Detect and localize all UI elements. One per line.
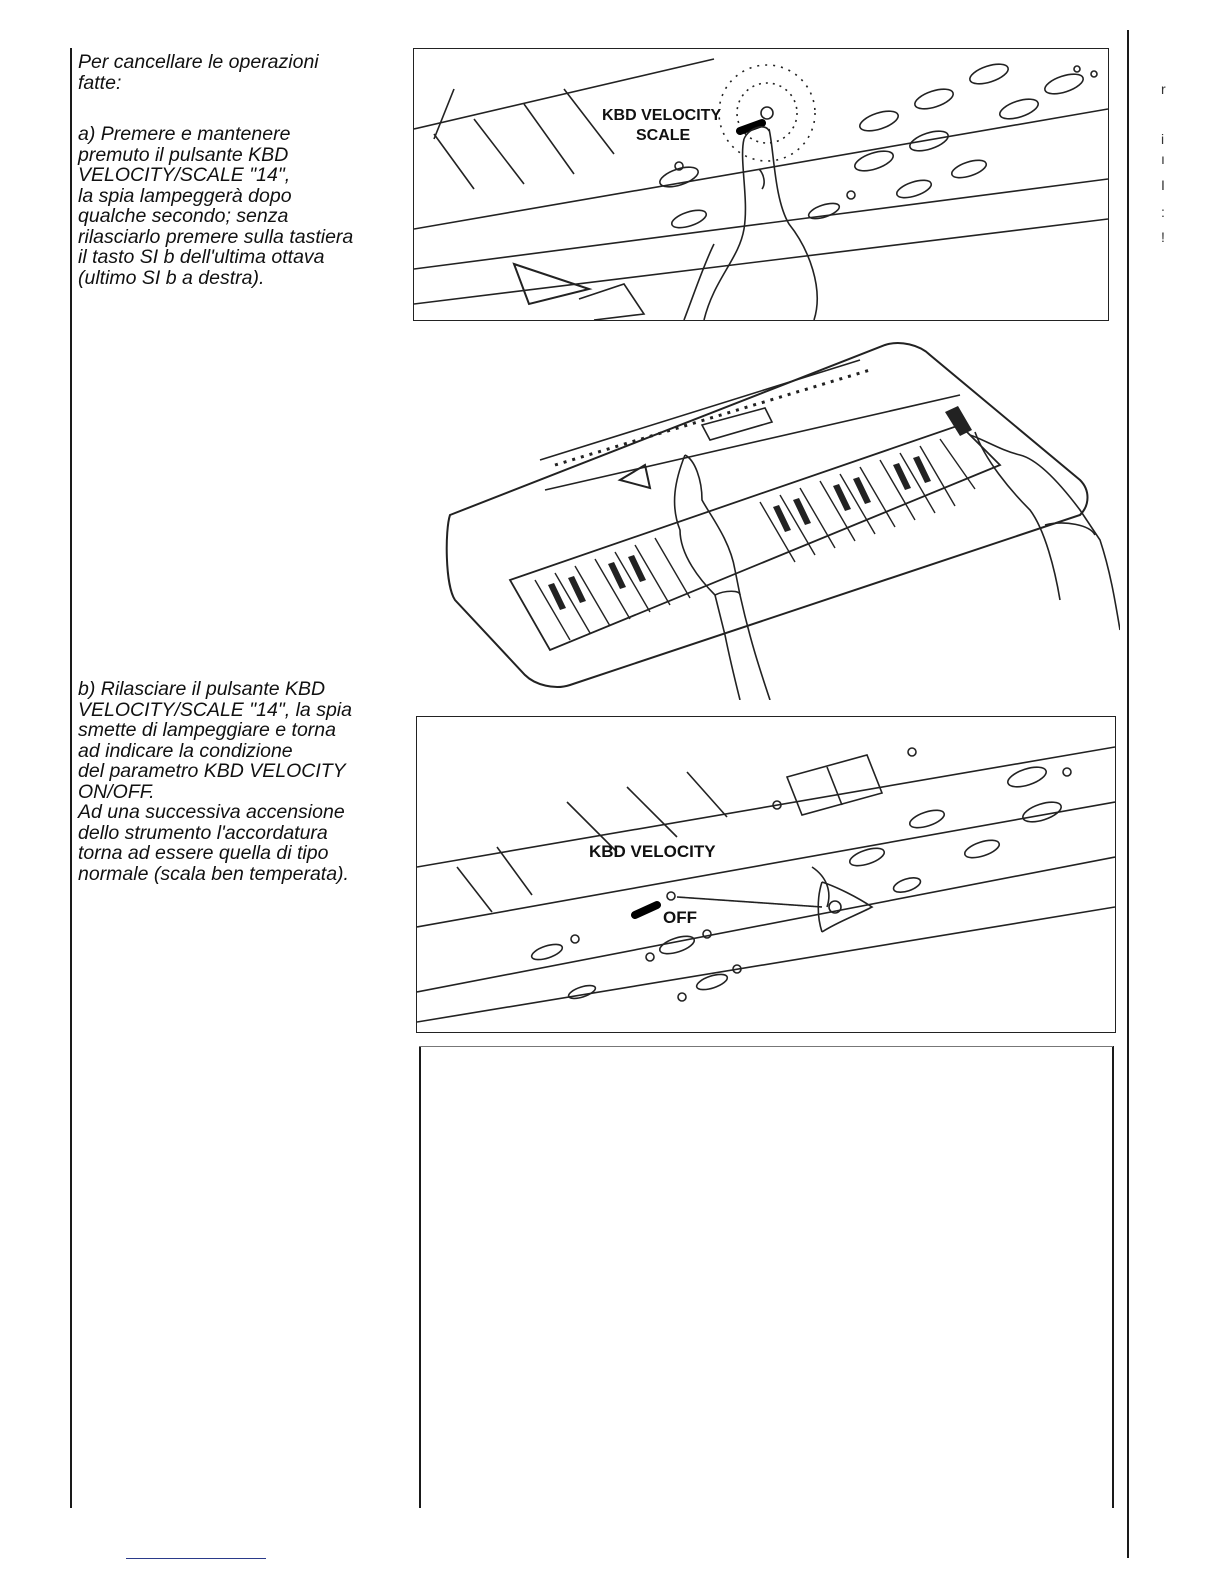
step-b-paragraph: b) Rilasciare il pulsante KBD VELOCITY/S…	[78, 678, 352, 885]
keyboard-panel-closeup-illustration: KBD VELOCITY SCALE	[414, 58, 1108, 320]
fig1-label-kbd-velocity: KBD VELOCITY	[602, 107, 721, 124]
edge-glyph: :	[1161, 204, 1165, 220]
step-a-paragraph: a) Premere e mantenere premuto il pulsan…	[78, 123, 354, 289]
edge-glyph: ı	[1161, 151, 1165, 167]
empty-frame-right-rule	[1112, 1046, 1114, 1508]
step-b-text: b) Rilasciare il pulsante KBD VELOCITY/S…	[78, 679, 408, 884]
step-a-text: a) Premere e mantenere premuto il pulsan…	[78, 124, 408, 288]
edge-glyph: I	[1161, 177, 1165, 193]
figure-keyboard-two-hands	[440, 340, 1120, 700]
fig3-label-off: OFF	[663, 908, 697, 927]
figure-press-velocity-button: KBD VELOCITY SCALE	[413, 48, 1109, 321]
fig1-label-scale: SCALE	[636, 127, 691, 144]
intro-text: Per cancellare le operazioni fatte:	[78, 52, 408, 93]
intro-paragraph: Per cancellare le operazioni fatte:	[78, 51, 319, 94]
bottom-page-rule	[126, 1558, 266, 1559]
edge-glyph: i	[1161, 131, 1165, 147]
keyboard-panel-led-illustration: KBD VELOCITY OFF	[417, 746, 1115, 1023]
figure-velocity-indicator-off: KBD VELOCITY OFF	[416, 716, 1116, 1033]
empty-frame-left-rule	[419, 1046, 421, 1508]
edge-glyph: r	[1161, 81, 1166, 97]
left-margin-rule	[70, 48, 72, 1508]
fig3-label-kbd-velocity: KBD VELOCITY	[589, 842, 716, 861]
keyboard-overview-illustration	[445, 342, 1120, 700]
right-column-rule	[1127, 30, 1129, 1558]
edge-glyph: !	[1161, 229, 1165, 245]
empty-frame-top-rule	[419, 1046, 1113, 1047]
